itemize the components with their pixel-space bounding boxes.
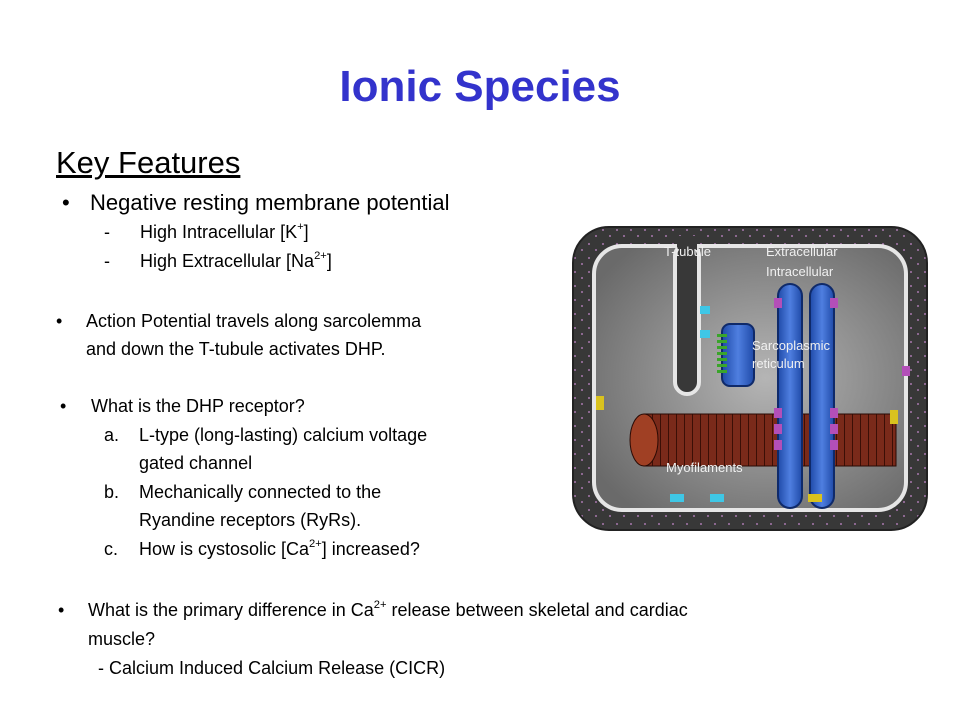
ryr-channels <box>774 298 910 450</box>
item-line-1: Mechanically connected to the <box>139 482 382 502</box>
item-line-2: gated channel <box>139 453 253 473</box>
bullet-4-line-2: muscle? <box>88 629 156 649</box>
sr-tubule-2 <box>809 283 835 509</box>
t-tubule-opening <box>677 236 697 250</box>
label-intracellular: Intracellular <box>766 264 834 279</box>
sub-dash: - <box>104 251 110 271</box>
bullet-4-line-3: - Calcium Induced Calcium Release (CICR) <box>98 658 446 678</box>
cyan-channels <box>670 306 724 502</box>
label-t-tubule: T-tubule <box>664 244 711 259</box>
sr-tubule-1 <box>777 283 803 509</box>
bullet-marker: • <box>62 190 70 215</box>
sub-text: High Intracellular [K+] <box>140 220 309 242</box>
bullet-marker: • <box>56 311 63 331</box>
slide-title: Ionic Species <box>339 62 621 111</box>
bullet-2-line-1: Action Potential travels along sarcolemm… <box>86 311 422 331</box>
item-marker: c. <box>104 539 119 559</box>
sr-green-channels <box>717 334 727 373</box>
item-line-1: How is cystosolic [Ca2+] increased? <box>139 537 420 559</box>
item-marker: a. <box>104 425 120 445</box>
item-line-2: Ryandine receptors (RyRs). <box>139 510 362 530</box>
bullet-marker: • <box>58 600 65 620</box>
myofilament-bundle <box>629 413 897 467</box>
section-heading: Key Features <box>56 145 241 180</box>
label-extracellular: Extracellular <box>766 244 838 259</box>
item-marker: b. <box>104 482 120 502</box>
label-sr-line-2: reticulum <box>752 356 805 371</box>
bullet-3-text: What is the DHP receptor? <box>91 396 305 416</box>
item-line-1: L-type (long-lasting) calcium voltage <box>139 425 428 445</box>
muscle-cell-diagram: T-tubule Extracellular Intracellular Sar… <box>572 226 928 531</box>
bullet-1-text: Negative resting membrane potential <box>90 190 450 215</box>
bullet-2-line-2: and down the T-tubule activates DHP. <box>86 339 386 359</box>
bullet-4-line-1: What is the primary difference in Ca2+ r… <box>88 598 688 620</box>
label-myofilaments: Myofilaments <box>666 460 743 475</box>
t-tubule <box>673 242 701 396</box>
sub-text: High Extracellular [Na2+] <box>140 249 332 271</box>
sub-dash: - <box>104 222 110 242</box>
dhp-channels <box>596 396 898 502</box>
label-sr-line-1: Sarcoplasmic <box>752 338 831 353</box>
bullet-marker: • <box>60 396 67 416</box>
